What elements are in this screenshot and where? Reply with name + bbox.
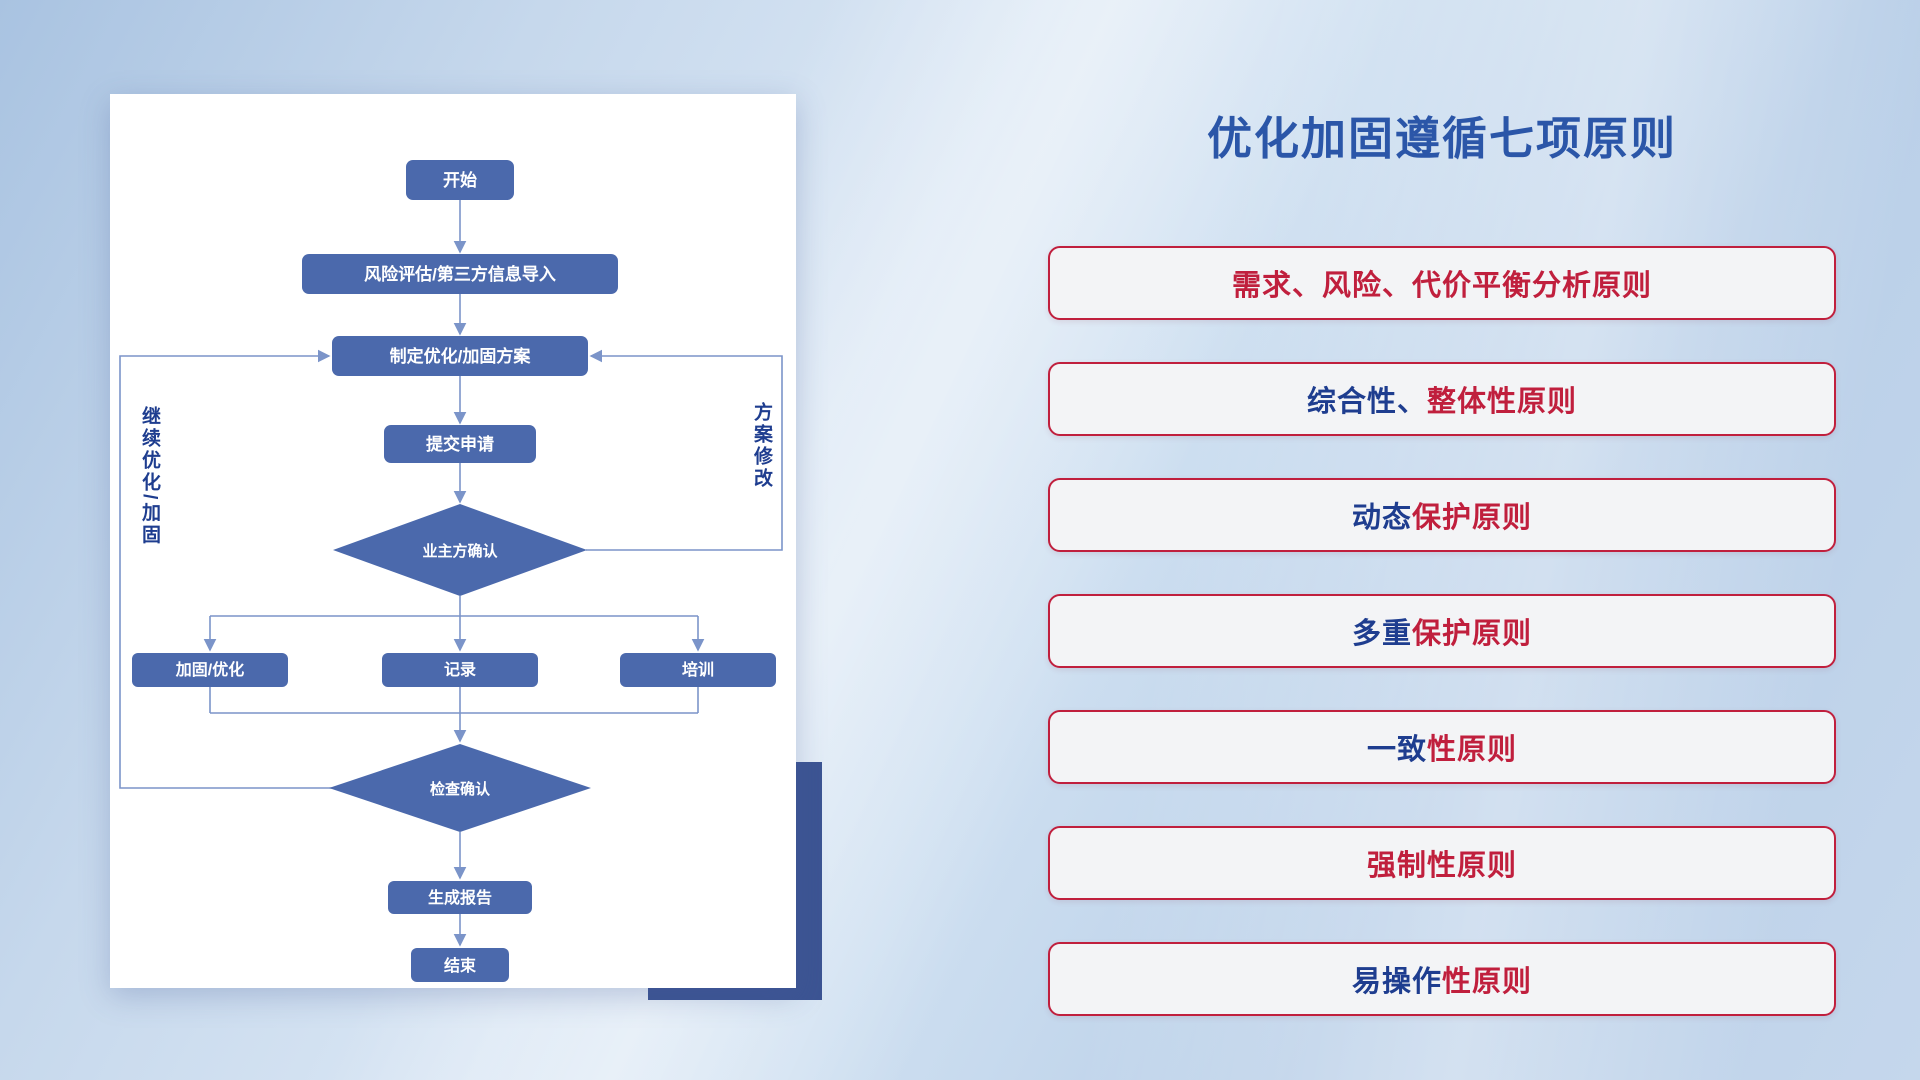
- principle-text: 综合性、: [1306, 386, 1427, 418]
- principle-text: 动态: [1351, 502, 1412, 534]
- flow-node-start: 开始: [406, 160, 514, 200]
- principle-text: 保护原则: [1412, 502, 1533, 534]
- principle-box-7: 易操作性原则: [1048, 942, 1836, 1016]
- flow-node-make-plan: 制定优化/加固方案: [332, 336, 588, 376]
- flow-node-make-plan-label: 制定优化/加固方案: [390, 346, 532, 366]
- principle-text: 需求、风险、代价平衡分析原则: [1231, 270, 1652, 302]
- flow-node-reinforce: 加固/优化: [132, 653, 288, 687]
- principle-text: 保护原则: [1412, 618, 1533, 650]
- principle-text: 强制性原则: [1366, 850, 1517, 882]
- principles-list: 需求、风险、代价平衡分析原则综合性、整体性原则动态保护原则多重保护原则一致性原则…: [1048, 246, 1836, 1016]
- flow-node-report: 生成报告: [388, 881, 532, 914]
- flow-node-end-label: 结束: [443, 956, 477, 975]
- principle-box-5: 一致性原则: [1048, 710, 1836, 784]
- principle-text: 一致: [1366, 734, 1427, 766]
- flow-node-submit-label: 提交申请: [426, 434, 494, 454]
- flowchart: 开始 风险评估/第三方信息导入 制定优化/加固方案 提交申请 业主方确认 加固/: [119, 160, 783, 982]
- flow-node-training: 培训: [620, 653, 776, 687]
- flow-node-report-label: 生成报告: [428, 888, 492, 907]
- principle-text: 多重: [1351, 618, 1412, 650]
- flow-node-reinforce-label: 加固/优化: [175, 660, 244, 679]
- principle-text: 性原则: [1442, 966, 1533, 998]
- principles-panel: 优化加固遵循七项原则 需求、风险、代价平衡分析原则综合性、整体性原则动态保护原则…: [1048, 112, 1836, 1016]
- flow-decision-owner-confirm: 业主方确认: [333, 504, 587, 596]
- page-title: 优化加固遵循七项原则: [1206, 113, 1677, 164]
- flow-node-submit: 提交申请: [384, 425, 536, 463]
- flow-decision-check-confirm-label: 检查确认: [430, 780, 491, 798]
- principle-box-6: 强制性原则: [1048, 826, 1836, 900]
- flow-node-end: 结束: [411, 948, 509, 982]
- flow-node-risk-import-label: 风险评估/第三方信息导入: [364, 264, 556, 284]
- loop-label-continue-optimize: 继续优化/加固: [139, 406, 160, 547]
- principle-text: 整体性原则: [1427, 386, 1578, 418]
- principle-box-1: 需求、风险、代价平衡分析原则: [1048, 246, 1836, 320]
- loop-label-plan-revision: 方案修改: [751, 402, 772, 490]
- flowchart-card: 开始 风险评估/第三方信息导入 制定优化/加固方案 提交申请 业主方确认 加固/: [110, 94, 796, 988]
- flow-decision-check-confirm: 检查确认: [329, 744, 591, 832]
- principle-box-4: 多重保护原则: [1048, 594, 1836, 668]
- flow-node-start-label: 开始: [443, 170, 477, 190]
- flow-decision-owner-confirm-label: 业主方确认: [422, 542, 498, 560]
- flow-node-record: 记录: [382, 653, 538, 687]
- principle-text: 性原则: [1427, 734, 1518, 766]
- flow-node-risk-import: 风险评估/第三方信息导入: [302, 254, 618, 294]
- flow-node-training-label: 培训: [682, 660, 714, 679]
- flow-connectors: [119, 200, 783, 947]
- principle-box-3: 动态保护原则: [1048, 478, 1836, 552]
- flow-node-record-label: 记录: [444, 661, 476, 679]
- principle-text: 易操作: [1351, 966, 1442, 998]
- principle-box-2: 综合性、整体性原则: [1048, 362, 1836, 436]
